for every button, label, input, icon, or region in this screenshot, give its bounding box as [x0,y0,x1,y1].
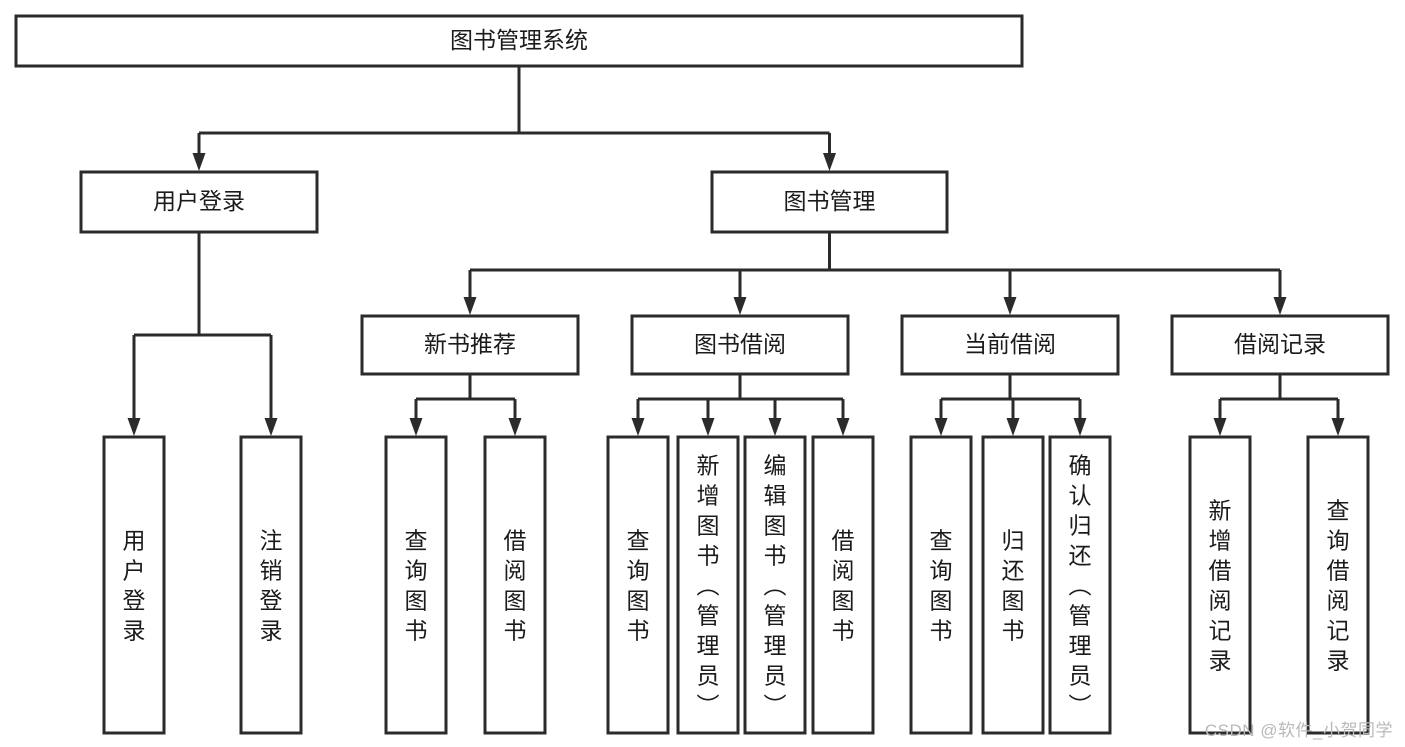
node-leaf-query-book-2[interactable]: 查询图书 [606,435,670,735]
node-box-leaf-borrow-book-2 [811,435,875,735]
node-box-leaf-add-book [676,435,740,735]
node-box-leaf-add-record [1188,435,1252,735]
node-box-user-login [79,170,319,234]
node-box-book-borrow [630,314,850,376]
node-box-root [14,14,1024,68]
node-label-leaf-return-book: 归还图书 [1002,527,1025,643]
node-label-leaf-user-login: 用户登录 [123,527,146,643]
node-label-current-borrow: 当前借阅 [964,331,1056,357]
node-borrow-record[interactable]: 借阅记录 [1170,314,1390,376]
node-label-borrow-record: 借阅记录 [1234,331,1326,357]
node-label-leaf-add-book: 新增图书︵管理员︶ [697,452,720,718]
node-leaf-borrow-book-1[interactable]: 借阅图书 [483,435,547,735]
node-box-current-borrow [900,314,1120,376]
node-leaf-query-book-1[interactable]: 查询图书 [384,435,448,735]
node-box-borrow-record [1170,314,1390,376]
node-box-leaf-query-record [1306,435,1370,735]
node-box-book-manage [710,170,949,234]
node-box-leaf-borrow-book-1 [483,435,547,735]
node-label-leaf-confirm-return: 确认归还︵管理员︶ [1069,452,1092,718]
node-leaf-user-login[interactable]: 用户登录 [102,435,166,735]
node-book-borrow[interactable]: 图书借阅 [630,314,850,376]
connector-layer [127,66,1345,436]
node-user-login[interactable]: 用户登录 [79,170,319,234]
node-label-book-manage: 图书管理 [784,188,876,214]
node-label-leaf-query-book-2: 查询图书 [627,527,650,643]
node-leaf-edit-book[interactable]: 编辑图书︵管理员︶ [743,435,807,735]
node-label-leaf-borrow-book-2: 借阅图书 [832,527,855,643]
node-leaf-logout[interactable]: 注销登录 [239,435,303,735]
node-root[interactable]: 图书管理系统 [14,14,1024,68]
node-box-leaf-user-login [102,435,166,735]
node-label-leaf-borrow-book-1: 借阅图书 [504,527,527,643]
node-box-leaf-query-book-1 [384,435,448,735]
node-label-leaf-query-book-1: 查询图书 [405,527,428,643]
node-label-user-login: 用户登录 [153,188,245,214]
node-label-leaf-edit-book: 编辑图书︵管理员︶ [764,452,787,718]
node-leaf-query-book-3[interactable]: 查询图书 [909,435,973,735]
node-leaf-borrow-book-2[interactable]: 借阅图书 [811,435,875,735]
node-label-leaf-logout: 注销登录 [260,527,283,643]
node-leaf-confirm-return[interactable]: 确认归还︵管理员︶ [1048,435,1112,735]
node-label-new-book-recommend: 新书推荐 [424,331,516,357]
node-book-manage[interactable]: 图书管理 [710,170,949,234]
node-label-root: 图书管理系统 [450,27,588,53]
node-box-leaf-query-book-2 [606,435,670,735]
node-new-book-recommend[interactable]: 新书推荐 [360,314,580,376]
node-leaf-add-record[interactable]: 新增借阅记录 [1188,435,1252,735]
node-leaf-return-book[interactable]: 归还图书 [981,435,1045,735]
node-box-leaf-return-book [981,435,1045,735]
node-leaf-query-record[interactable]: 查询借阅记录 [1306,435,1370,735]
node-label-leaf-add-record: 新增借阅记录 [1209,497,1232,673]
node-box-leaf-edit-book [743,435,807,735]
node-current-borrow[interactable]: 当前借阅 [900,314,1120,376]
node-box-leaf-logout [239,435,303,735]
node-label-book-borrow: 图书借阅 [694,331,786,357]
node-label-leaf-query-book-3: 查询图书 [930,527,953,643]
node-layer: 图书管理系统用户登录图书管理新书推荐图书借阅当前借阅借阅记录用户登录注销登录查询… [14,14,1390,735]
node-label-leaf-query-record: 查询借阅记录 [1327,497,1350,673]
node-box-leaf-confirm-return [1048,435,1112,735]
node-leaf-add-book[interactable]: 新增图书︵管理员︶ [676,435,740,735]
node-box-new-book-recommend [360,314,580,376]
watermark-text: CSDN @软件_小贺同学 [1204,721,1393,740]
node-box-leaf-query-book-3 [909,435,973,735]
